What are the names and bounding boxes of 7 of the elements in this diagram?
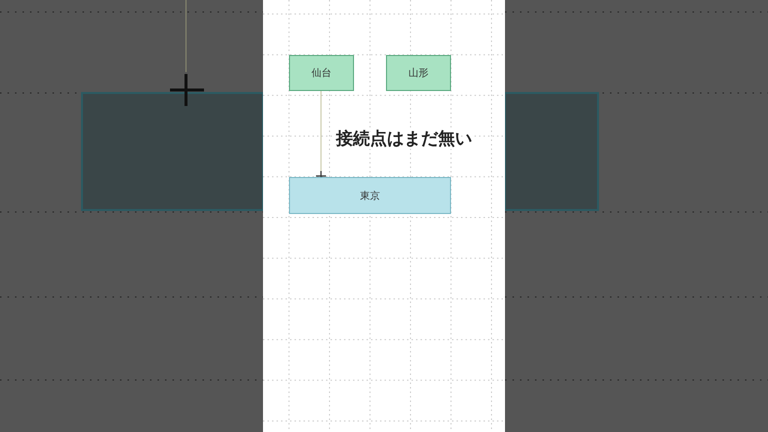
process-box <box>289 55 354 91</box>
caption-overlay: 接続点はまだ無い <box>336 128 472 150</box>
process-box <box>386 55 451 91</box>
node-label: 仙台 <box>312 66 332 80</box>
process-box <box>289 177 451 214</box>
node-label: 東京 <box>360 190 380 202</box>
node-label: 山形 <box>408 66 428 80</box>
